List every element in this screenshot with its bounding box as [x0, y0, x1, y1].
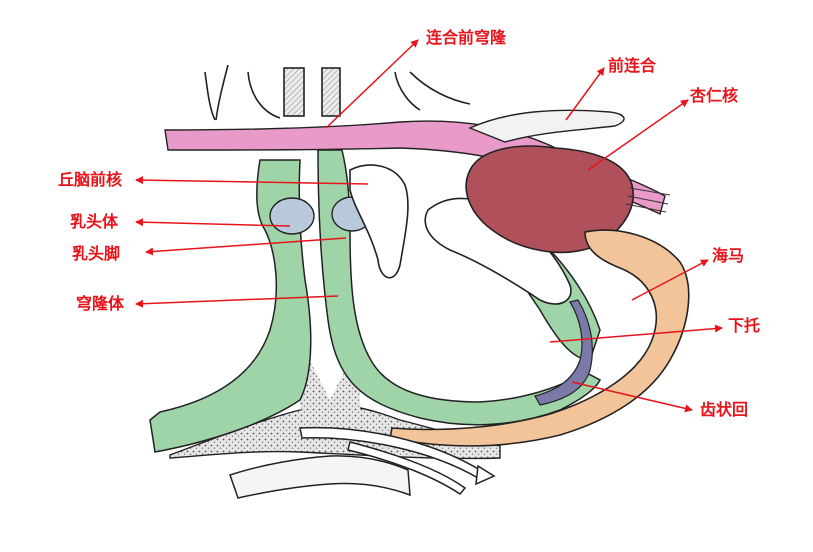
- label-hippocampus: 海马: [712, 246, 745, 265]
- leader-amygdala: [587, 99, 689, 171]
- label-mammillary-peduncle: 乳头脚: [72, 244, 121, 263]
- amygdala-shape: [465, 145, 634, 254]
- leader-subiculum: [549, 324, 723, 343]
- leader-mammillary-body: [135, 218, 291, 227]
- leader-anterior-commissure: [565, 67, 605, 121]
- upper-arch: [468, 109, 625, 143]
- thalamic-tissue: [349, 164, 409, 279]
- label-anterior-commissure: 前连合: [608, 56, 657, 75]
- label-dentate-gyrus: 齿状回: [700, 400, 749, 419]
- leader-lines: [135, 39, 723, 413]
- label-anterior-commissure-fornix: 连合前穹隆: [426, 28, 507, 47]
- leader-mammillary-peduncle: [145, 237, 347, 256]
- leader-dentate-gyrus: [571, 381, 693, 413]
- background-tissue: [204, 64, 471, 121]
- leader-anterior-thalamic-nucleus: [135, 176, 369, 185]
- label-mammillary-body: 乳头体: [70, 212, 119, 231]
- label-subiculum: 下托: [728, 316, 761, 335]
- leader-anterior-commissure-fornix: [325, 39, 419, 129]
- leader-fornix-body: [135, 295, 339, 308]
- bottom-tissue: [229, 455, 411, 499]
- flow-arrows: [299, 426, 496, 495]
- label-anterior-thalamic-nucleus: 丘脑前核: [58, 170, 123, 189]
- septum-stipple: [300, 345, 360, 410]
- commissure-fibers: [625, 187, 671, 213]
- label-amygdala: 杏仁核: [690, 86, 739, 105]
- anterior-commissure-band: [164, 120, 666, 215]
- label-fornix-body: 穹隆体: [76, 294, 125, 313]
- leader-hippocampus: [631, 259, 709, 301]
